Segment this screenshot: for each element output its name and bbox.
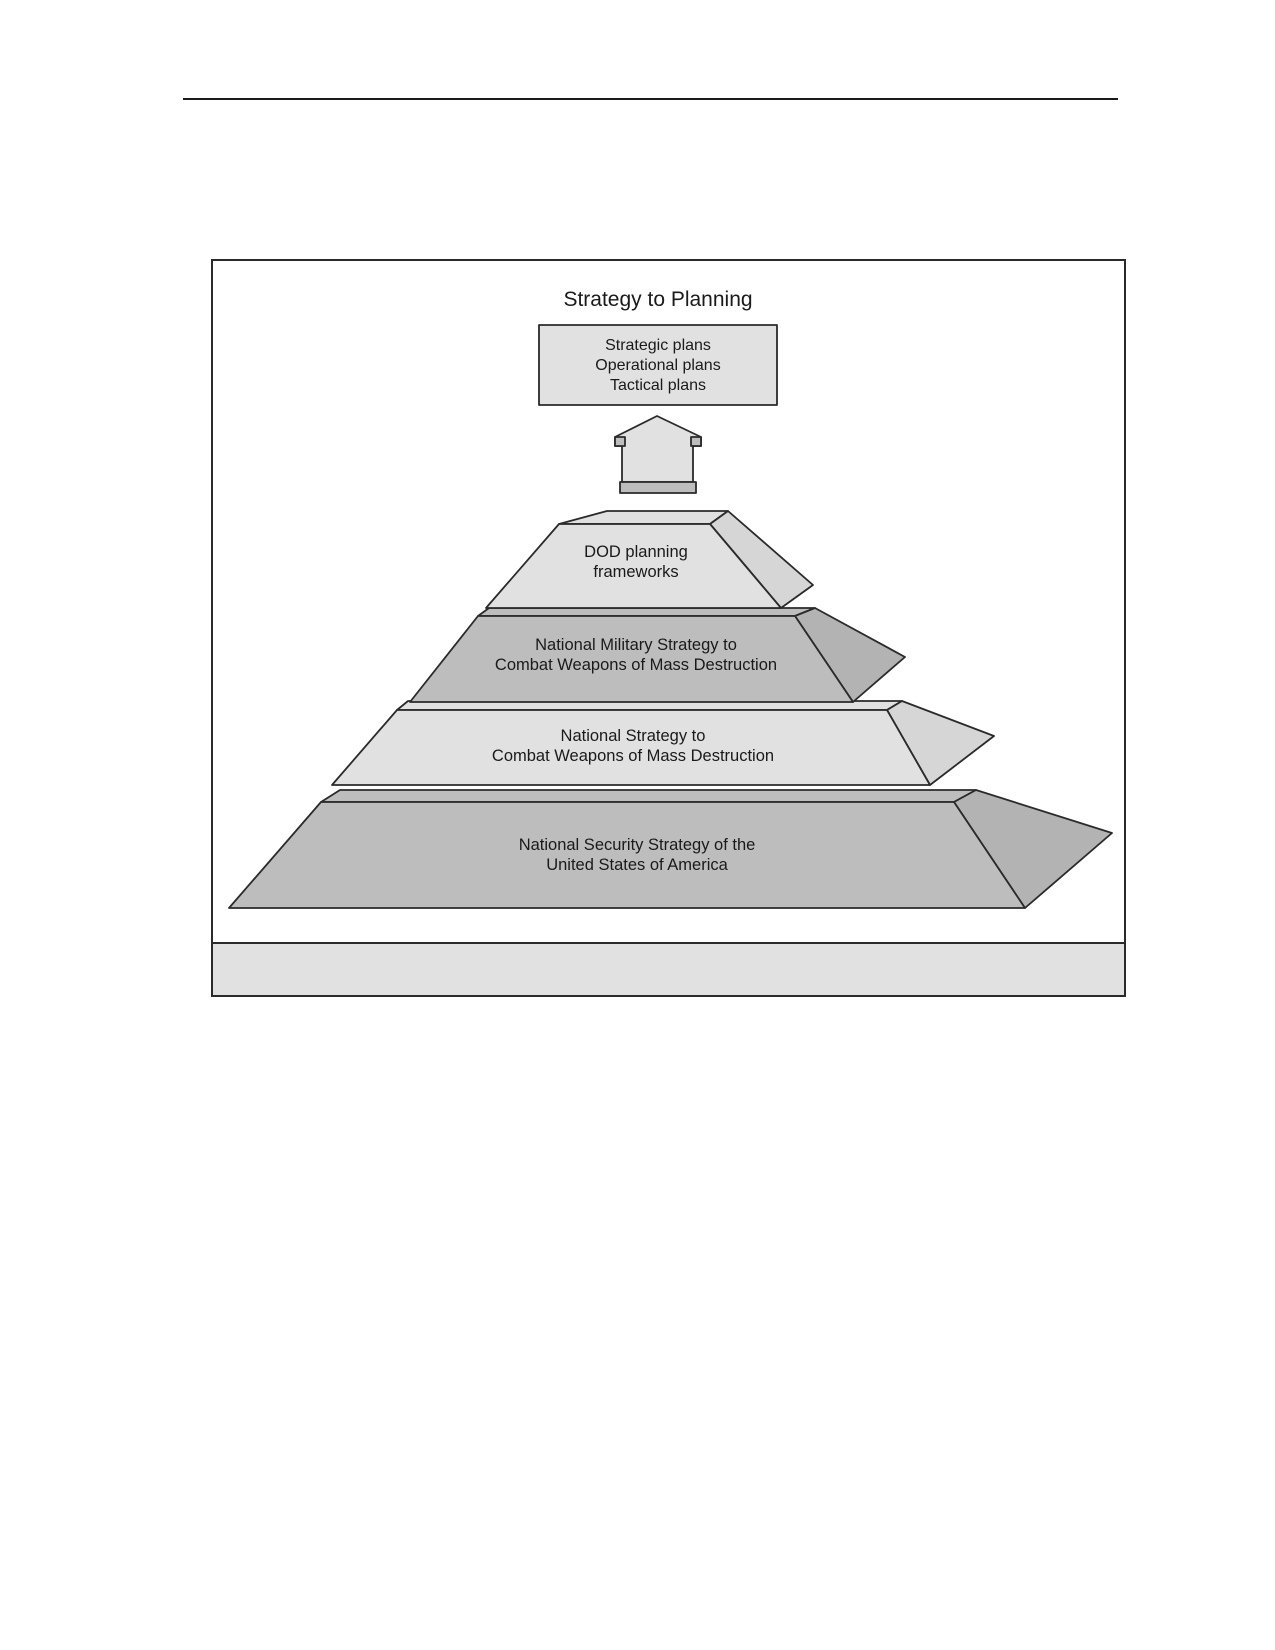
diagram-title: Strategy to Planning [563, 288, 752, 311]
tier-dod-planning-frameworks-line-2: frameworks [593, 563, 678, 581]
tier-national-security-strategy: National Security Strategy of the United… [228, 789, 1113, 909]
plans-box-line-operational: Operational plans [595, 357, 720, 374]
tier-national-strategy-combat-wmd-line-1: National Strategy to [561, 727, 706, 745]
tier-national-military-strategy: National Military Strategy to Combat Wea… [409, 607, 906, 703]
tier-national-strategy-combat-wmd-line-2: Combat Weapons of Mass Destruction [492, 747, 774, 765]
tier-dod-planning-frameworks: DOD planning frameworks [485, 510, 814, 609]
strategy-pyramid-diagram: Strategy to Planning Strategic plans Ope… [228, 288, 1113, 909]
plans-box-rect [538, 324, 778, 406]
tier-national-military-strategy-line-1: National Military Strategy to [535, 636, 737, 654]
plans-box-line-strategic: Strategic plans [605, 337, 711, 354]
tier-national-strategy-combat-wmd: National Strategy to Combat Weapons of M… [331, 700, 995, 786]
caption-band [213, 942, 1124, 995]
tier-national-military-strategy-line-2: Combat Weapons of Mass Destruction [495, 656, 777, 674]
header-rule [183, 98, 1118, 100]
tier-dod-planning-frameworks-line-1: DOD planning [584, 543, 688, 561]
tier-national-security-strategy-line-2: United States of America [546, 856, 728, 874]
plans-box: Strategic plans Operational plans Tactic… [538, 324, 778, 406]
up-arrow-icon [614, 415, 702, 494]
tier-national-security-strategy-line-1: National Security Strategy of the [519, 836, 756, 854]
figure-frame: Strategy to Planning Strategic plans Ope… [211, 259, 1126, 997]
plans-box-line-tactical: Tactical plans [610, 377, 706, 394]
